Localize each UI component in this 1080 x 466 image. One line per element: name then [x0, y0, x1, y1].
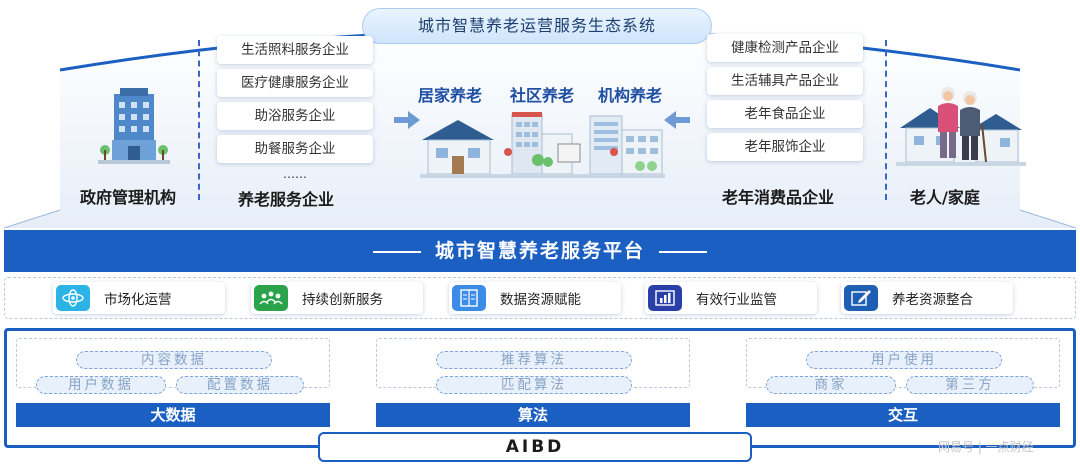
service-enterprise-list: 生活照料服务企业 医疗健康服务企业 助浴服务企业 助餐服务企业 ……: [217, 36, 373, 180]
elderly-family-icon: [896, 87, 1026, 166]
bigdata-tag: 用户数据: [36, 376, 166, 394]
service-enterprise-item: 生活照料服务企业: [217, 36, 373, 64]
title-line-left: [372, 250, 421, 253]
capability-industry-supervision: 有效行业监管: [645, 282, 817, 314]
arrow-right-icon: [394, 111, 420, 129]
interaction-tag: 用户使用: [806, 351, 1002, 369]
consumer-enterprise-list: 健康检测产品企业 生活辅具产品企业 老年食品企业 老年服饰企业: [707, 34, 863, 166]
consumer-enterprises-label: 老年消费品企业: [722, 188, 835, 207]
capability-label: 有效行业监管: [696, 292, 777, 308]
interaction-label: 交互: [746, 403, 1060, 427]
capability-label: 持续创新服务: [302, 292, 383, 308]
bar-chart-icon: [648, 285, 682, 311]
capability-label: 市场化运营: [104, 292, 172, 308]
capability-resource-integration: 养老资源整合: [841, 282, 1013, 314]
atom-icon: [56, 285, 90, 311]
service-enterprise-item: 助餐服务企业: [217, 135, 373, 163]
government-building-icon: [98, 88, 170, 164]
consumer-enterprise-item: 生活辅具产品企业: [707, 67, 863, 95]
separator-left: [198, 40, 200, 200]
capability-data-empowerment: 数据资源赋能: [449, 282, 621, 314]
more-indicator: ……: [283, 167, 307, 181]
government-label: 政府管理机构: [80, 188, 177, 207]
interaction-tag: 第三方: [906, 376, 1034, 394]
service-enterprise-item: 助浴服务企业: [217, 102, 373, 130]
algorithm-tag: 推荐算法: [436, 351, 632, 369]
care-buildings-illustration: [420, 112, 665, 178]
capability-row: 市场化运营 持续创新服务 数据资源赋能 有效行业监管 养老资源整合: [4, 277, 1076, 319]
separator-right: [885, 40, 887, 200]
consumer-enterprise-item: 老年服饰企业: [707, 133, 863, 161]
arrow-left-icon: [664, 111, 690, 129]
document-data-icon: [452, 285, 486, 311]
bigdata-tag: 内容数据: [76, 351, 272, 369]
people-network-icon: [254, 285, 288, 311]
algorithm-tag: 匹配算法: [436, 376, 632, 394]
algorithm-label: 算法: [376, 403, 690, 427]
service-enterprise-item: 医疗健康服务企业: [217, 69, 373, 97]
capability-label: 养老资源整合: [892, 292, 973, 308]
interaction-tag: 商家: [766, 376, 896, 394]
bigdata-tag: 配置数据: [176, 376, 304, 394]
aibd-core-label: AIBD: [318, 432, 752, 462]
mode-home-care: 居家养老: [418, 86, 483, 105]
service-enterprises-label: 养老服务企业: [238, 190, 335, 209]
platform-banner: 城市智慧养老服务平台: [4, 230, 1076, 272]
ecosystem-title: 城市智慧养老运营服务生态系统: [362, 8, 712, 44]
consumer-enterprise-item: 老年食品企业: [707, 100, 863, 128]
mode-institution-care: 机构养老: [598, 86, 663, 105]
watermark: 网易号 | 一点财经: [938, 440, 1034, 454]
edit-icon: [844, 285, 878, 311]
capability-innovation-service: 持续创新服务: [251, 282, 423, 314]
platform-title: 城市智慧养老服务平台: [434, 240, 645, 262]
capability-market-operation: 市场化运营: [53, 282, 225, 314]
interaction-panel: [746, 338, 1060, 388]
consumer-enterprise-item: 健康检测产品企业: [707, 34, 863, 62]
bigdata-label: 大数据: [16, 403, 330, 427]
title-line-right: [659, 250, 707, 253]
capability-label: 数据资源赋能: [500, 292, 581, 308]
elder-home-label: 老人/家庭: [910, 188, 980, 207]
mode-community-care: 社区养老: [510, 86, 575, 105]
bigdata-panel: [16, 338, 330, 388]
